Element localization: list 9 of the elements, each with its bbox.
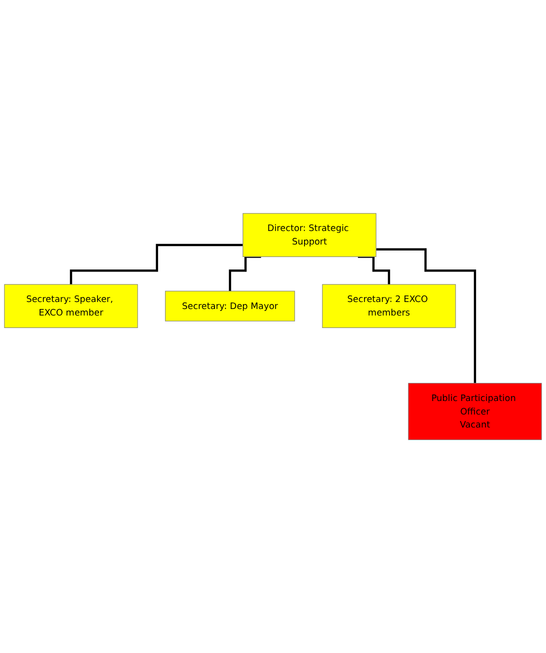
connector [228, 256, 262, 292]
node-box: Secretary: 2 EXCO members [322, 284, 456, 328]
connector [70, 244, 243, 286]
connector [358, 256, 390, 286]
node-box: Director: Strategic Support [242, 213, 376, 257]
node-box: Public Participation Officer Vacant [408, 382, 542, 440]
node-box: Secretary: Dep Mayor [165, 290, 295, 322]
node-box: Secretary: Speaker, EXCO member [4, 284, 138, 328]
connector [376, 248, 476, 384]
